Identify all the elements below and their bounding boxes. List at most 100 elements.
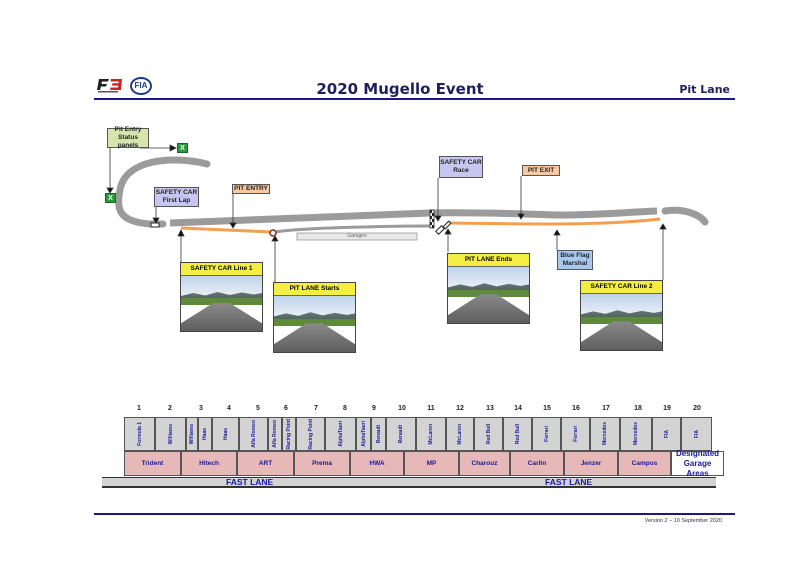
version-text: Version 2 – 10 September 2020	[644, 518, 722, 524]
garage-slot-label: McLaren	[457, 423, 463, 445]
label-line: Marshal	[562, 260, 588, 267]
garage-slot: Renault	[371, 417, 386, 451]
track-photo	[448, 267, 529, 323]
garage-slot: Alfa Romeo	[239, 417, 268, 451]
garage-slot: AlphaTauri	[325, 417, 356, 451]
photo-caption: SAFETY CAR Line 2	[581, 281, 662, 294]
garage-slot: Haas	[198, 417, 212, 451]
pit-entry-lane	[180, 226, 273, 234]
label-line: SAFETY CAR	[155, 189, 198, 196]
track-hairpin	[115, 156, 211, 228]
garage-slot-label: Ferrari	[543, 426, 550, 442]
status-panel-icon: X	[177, 143, 188, 153]
garage-number: 20	[693, 405, 701, 412]
safety-car-icon	[150, 222, 160, 228]
label-line: SAFETY CAR	[440, 159, 482, 166]
garage-slot: Alfa Romeo	[268, 417, 282, 451]
team-cell: HWA	[350, 451, 404, 476]
label-line: First Lap	[162, 197, 191, 204]
pit-lane-end-marker	[442, 220, 452, 230]
garage-number: 10	[398, 405, 406, 412]
garage-slot-label: Renault	[398, 424, 404, 444]
garage-slot-label: FIA	[663, 429, 670, 439]
garage-slot-label: AlphaTauri	[360, 421, 367, 447]
garage-slot: Ferrari	[532, 417, 561, 451]
photo-sc-line2: SAFETY CAR Line 2	[580, 280, 663, 351]
garage-slot-label: Renault	[375, 424, 382, 444]
garage-number: 2	[168, 405, 172, 412]
garage-number: 4	[227, 405, 231, 412]
photo-pit-lane-ends: PIT LANE Ends	[447, 253, 530, 324]
garage-number: 11	[427, 405, 435, 412]
header-rule	[94, 98, 735, 100]
garage-slot: AlphaTauri	[356, 417, 371, 451]
team-cell: MP	[404, 451, 459, 476]
fia-logo: FIA	[130, 77, 152, 95]
photo-caption: PIT LANE Ends	[448, 254, 529, 267]
team-cell: Campos	[618, 451, 671, 476]
fast-lane	[102, 477, 716, 488]
pit-entry-box: PIT ENTRY	[232, 184, 270, 194]
team-cell: Carlin	[510, 451, 564, 476]
photo-pit-lane-starts: PIT LANE Starts	[273, 282, 356, 353]
page-title: 2020 Mugello Event	[316, 80, 484, 98]
team-cell: Charouz	[459, 451, 510, 476]
track-photo	[581, 294, 662, 350]
label-line: Pit Entry	[114, 126, 142, 133]
label-line: Status panels	[117, 134, 139, 149]
garage-number: 15	[543, 405, 551, 412]
garage-slot: McLaren	[446, 417, 474, 451]
garage-slot: Renault	[386, 417, 416, 451]
fast-lane-label: FAST LANE	[545, 477, 593, 487]
garage-number: 13	[486, 405, 494, 412]
garage-slot: Williams	[186, 417, 198, 451]
garage-slot-label: Alfa Romeo	[250, 420, 257, 448]
garage-slot-label: Williams	[167, 423, 174, 445]
garage-number: 14	[514, 405, 522, 412]
garage-number: 17	[602, 405, 610, 412]
garage-number: 19	[663, 405, 671, 412]
photo-caption: PIT LANE Starts	[274, 283, 355, 296]
pit-lane-start-marker	[269, 229, 277, 237]
photo-sc-line1: SAFETY CAR Line 1	[180, 262, 263, 332]
pit-entry-status-box: Pit Entry Status panels	[107, 126, 149, 149]
blue-flag-marshal-box: Blue Flag Marshal	[557, 250, 593, 270]
section-label: Pit Lane	[679, 83, 730, 96]
garage-slot: Red Bull	[503, 417, 532, 451]
garage-slot-label: Red Bull	[485, 423, 492, 445]
garage-slot-label: McLaren	[428, 423, 434, 445]
team-cell: Trident	[124, 451, 181, 476]
garage-slot: Formula 1	[124, 417, 155, 451]
garage-slot: Racing Point	[296, 417, 325, 451]
fast-lane-label: FAST LANE	[226, 477, 274, 487]
garage-slot-label: Williams	[189, 423, 195, 445]
label-line: Designated	[675, 448, 720, 458]
track-photo	[274, 296, 355, 352]
garage-number: 12	[456, 405, 464, 412]
safety-car-race-box: SAFETY CAR Race	[439, 156, 483, 178]
garage-slot-label: Haas	[222, 428, 229, 440]
garage-number: 18	[634, 405, 642, 412]
garage-slot: McLaren	[416, 417, 446, 451]
garage-slot-label: Mercedes	[633, 422, 639, 446]
garage-slot: FIA	[681, 417, 712, 451]
label-line: Garage Areas	[683, 458, 712, 478]
garage-number: 3	[199, 405, 203, 412]
garage-slot: Haas	[212, 417, 239, 451]
label-line: Blue Flag	[560, 252, 590, 259]
garage-slot: Ferrari	[561, 417, 590, 451]
garage-slot-label: Haas	[202, 428, 208, 440]
garage-number: 1	[137, 405, 141, 412]
garage-slot-label: Formula 1	[136, 422, 143, 446]
garage-slot-label: Racing Point	[307, 418, 314, 450]
garage-slot-label: FIA	[693, 429, 700, 439]
garage-slot-label: Racing Point	[286, 418, 292, 450]
pit-exit-box: PIT EXIT	[522, 165, 560, 176]
track-main-straight	[169, 207, 658, 227]
team-cell: Prema	[294, 451, 350, 476]
garage-slot-label: Alfa Romeo	[272, 420, 278, 448]
garage-number: 7	[314, 405, 318, 412]
footer-rule	[94, 513, 735, 515]
garage-slot-label: AlphaTauri	[337, 421, 344, 447]
